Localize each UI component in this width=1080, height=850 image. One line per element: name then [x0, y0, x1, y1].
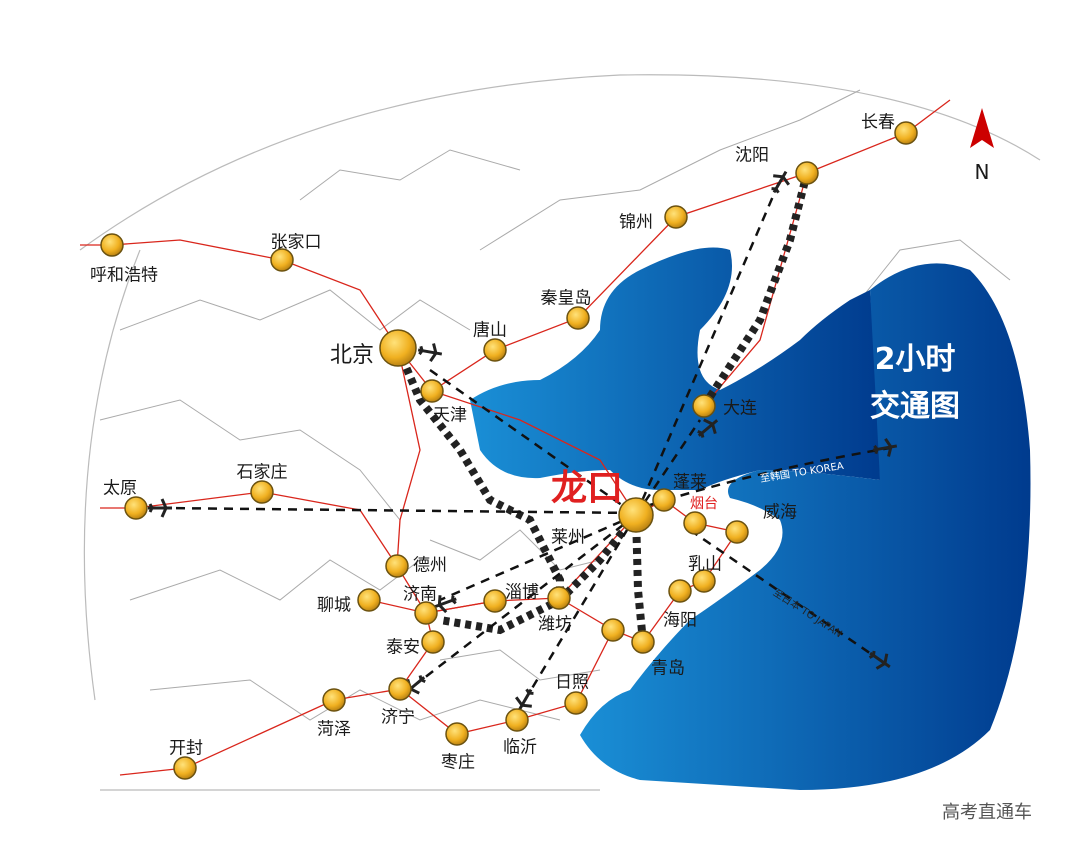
city-dot [564, 691, 588, 715]
yellow-sea [580, 263, 1031, 790]
city-dot [692, 569, 716, 593]
city-dot [725, 520, 749, 544]
airplane-icon [697, 418, 719, 438]
city-dot [270, 248, 294, 272]
high-speed-rail [394, 172, 811, 643]
city-label: 德州 [413, 555, 447, 576]
city-label: 聊城 [317, 595, 351, 616]
city-label: 锦州 [619, 212, 653, 233]
north-label: N [974, 160, 990, 184]
airplane-icon [514, 688, 534, 712]
city-dot [683, 511, 707, 535]
city-label: 乳山 [688, 554, 722, 575]
map-title-line1: 2小时 [874, 342, 956, 377]
city-label: 临沂 [503, 737, 537, 758]
city-label: 唐山 [473, 320, 507, 341]
city-label: 潍坊 [538, 614, 572, 635]
city-dot [894, 121, 918, 145]
airplane-icon [771, 170, 791, 194]
watermark: 高考直通车 [942, 802, 1032, 823]
city-dot [547, 586, 571, 610]
city-label: 呼和浩特 [90, 265, 158, 286]
city-label: 日照 [555, 672, 589, 693]
airplane-icon [417, 343, 443, 363]
north-arrow [970, 108, 994, 148]
city-label: 张家口 [270, 232, 322, 253]
city-dot [566, 306, 590, 330]
city-dot [631, 630, 655, 654]
map-title-line2: 交通图 [870, 389, 960, 424]
city-label: 天津 [433, 405, 467, 426]
city-dot [652, 488, 676, 512]
city-label: 石家庄 [236, 462, 288, 483]
city-dot [483, 338, 507, 362]
city-label: 长春 [861, 112, 895, 133]
city-dot [505, 708, 529, 732]
city-dot [421, 630, 445, 654]
city-label: 沈阳 [735, 145, 769, 166]
city-dot [445, 722, 469, 746]
city-dot [414, 601, 438, 625]
city-dot [250, 480, 274, 504]
city-dot [601, 618, 625, 642]
city-label: 秦皇岛 [540, 288, 592, 309]
city-dot [100, 233, 124, 257]
city-label: 菏泽 [317, 719, 351, 740]
center-city-label: 龙口 [550, 468, 624, 509]
outline-arcs [79, 74, 1041, 791]
city-label: 海阳 [663, 610, 697, 631]
airplane-icon [148, 498, 172, 518]
city-label: 蓬莱 [673, 472, 707, 493]
city-label: 济南 [403, 584, 437, 605]
city-dot [483, 589, 507, 613]
province-borders [99, 89, 1011, 721]
airplane-icon [872, 437, 898, 457]
city-label: 莱州 [551, 527, 585, 548]
city-dot [322, 688, 346, 712]
city-label: 太原 [103, 478, 137, 499]
city-dot [668, 579, 692, 603]
airplane-icon [868, 650, 891, 670]
city-label: 大连 [723, 398, 757, 419]
city-label: 枣庄 [441, 752, 475, 773]
city-dot [795, 161, 819, 185]
airplane-icon [433, 595, 457, 614]
city-dot [692, 394, 716, 418]
highlight-city-label: 烟台 [690, 496, 718, 512]
city-dot [664, 205, 688, 229]
city-label: 淄博 [505, 582, 539, 603]
city-dot [420, 379, 444, 403]
air-sea-routes [159, 179, 891, 701]
city-dot [379, 329, 417, 367]
city-dot [618, 497, 654, 533]
city-dot [388, 677, 412, 701]
bohai-sea [470, 247, 880, 490]
city-label: 北京 [329, 343, 375, 368]
city-label: 济宁 [381, 707, 415, 728]
city-label: 威海 [763, 502, 797, 523]
city-dot [357, 588, 381, 612]
city-label: 开封 [169, 738, 203, 759]
city-label: 泰安 [386, 637, 420, 658]
city-label: 青岛 [651, 658, 685, 679]
city-dot [124, 496, 148, 520]
city-dot [385, 554, 409, 578]
city-dot [173, 756, 197, 780]
